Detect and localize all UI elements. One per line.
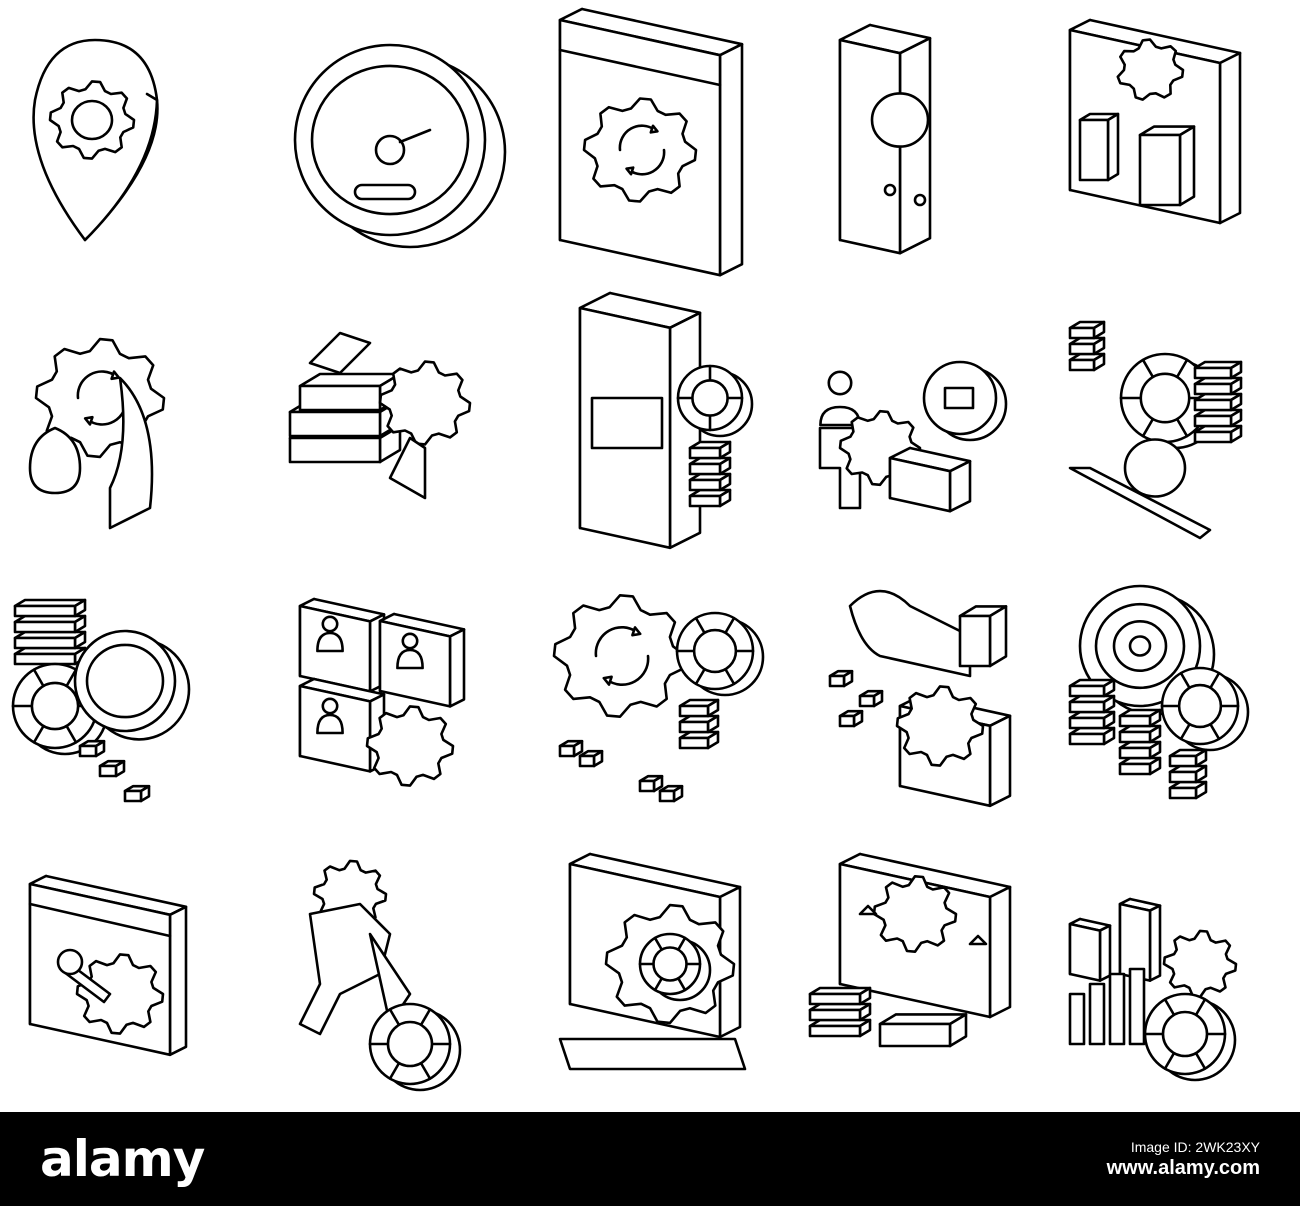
brand-logo[interactable]: alamy bbox=[40, 1130, 205, 1188]
smartphone-dial-icon bbox=[780, 0, 1040, 278]
monitor-gear-database-icon bbox=[780, 834, 1040, 1112]
bar-chart-gear-icon bbox=[1040, 834, 1300, 1112]
browser-gear-sync-icon bbox=[520, 0, 780, 278]
books-gear-growth-icon bbox=[260, 278, 520, 556]
footer-bar: alamy Image ID: 2WK23XY www.alamy.com bbox=[0, 1112, 1300, 1206]
database-gear-chart-icon bbox=[0, 556, 260, 834]
hand-gear-money-icon bbox=[0, 278, 260, 556]
image-id-label: Image ID: 2WK23XY bbox=[1130, 1139, 1260, 1155]
target-chart-database-icon bbox=[1040, 556, 1300, 834]
laptop-gear-chart-icon bbox=[520, 834, 780, 1112]
smartphone-pie-chart-icon bbox=[520, 278, 780, 556]
icon-grid bbox=[0, 0, 1300, 1112]
hand-gear-cubes-icon bbox=[780, 556, 1040, 834]
speedometer-icon bbox=[260, 0, 520, 278]
devices-gear-icon bbox=[1040, 0, 1300, 278]
data-flow-chart-icon bbox=[1040, 278, 1300, 556]
location-gear-icon bbox=[0, 0, 260, 278]
calendar-tools-gear-icon bbox=[0, 834, 260, 1112]
businessman-gear-briefcase-icon bbox=[780, 278, 1040, 556]
image-id-block: Image ID: 2WK23XY www.alamy.com bbox=[1107, 1138, 1260, 1180]
person-gear-chart-icon bbox=[260, 834, 520, 1112]
team-profiles-gear-icon bbox=[260, 556, 520, 834]
gear-sync-chart-icon bbox=[520, 556, 780, 834]
image-id-url[interactable]: www.alamy.com bbox=[1106, 1157, 1260, 1179]
illustration-area bbox=[0, 0, 1300, 1112]
